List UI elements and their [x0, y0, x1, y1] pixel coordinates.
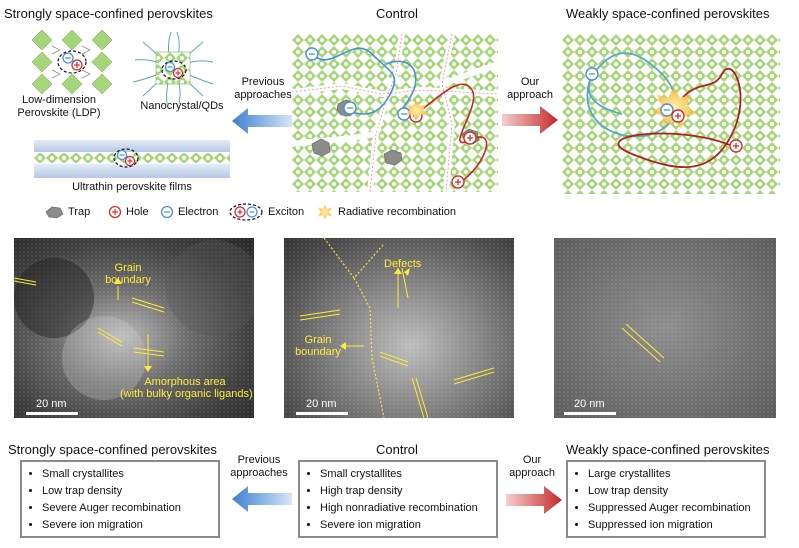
list-item: Low trap density [588, 483, 764, 500]
our-approach-label-top: Our approach [507, 76, 553, 101]
legend-hole-label: Hole [126, 206, 149, 218]
list-item: Suppressed ion migration [588, 517, 764, 534]
trap-icon [45, 206, 64, 219]
legend-electron: Electron [160, 205, 218, 219]
bottom-center-title: Control [376, 442, 418, 457]
previous-approaches-label-bottom: Previous approaches [230, 454, 288, 479]
tem-right-scale-bar [564, 412, 616, 415]
list-item: High trap density [320, 483, 496, 500]
list-item: Small crystallites [320, 466, 496, 483]
tem-image-right: 20 nm [554, 238, 776, 418]
tem-center-defects: Defects [384, 258, 422, 270]
list-item: High nonradiative recombination [320, 500, 496, 517]
tem-center-scale-label: 20 nm [306, 398, 337, 410]
top-center-title: Control [376, 6, 418, 21]
tem-left-grain-boundary: Grain boundary [105, 262, 151, 286]
top-left-title: Strongly space-confined perovskites [4, 6, 213, 21]
hole-icon [108, 205, 122, 219]
bottom-right-title: Weakly space-confined perovskites [566, 442, 770, 457]
weak-confined-lattice-panel [562, 34, 780, 194]
bottom-right-box: Large crystallites Low trap density Supp… [566, 460, 766, 538]
list-item: Severe ion migration [320, 517, 496, 534]
legend-exciton: Exciton [228, 203, 304, 221]
top-right-title: Weakly space-confined perovskites [566, 6, 770, 21]
film-illustration [34, 140, 230, 178]
list-item: Suppressed Auger recombination [588, 500, 764, 517]
ldp-label: Low-dimension Perovskite (LDP) [17, 94, 101, 119]
tem-right-scale-label: 20 nm [574, 398, 605, 410]
legend-electron-label: Electron [178, 206, 219, 218]
legend-trap-label: Trap [68, 206, 91, 218]
list-item: Severe ion migration [42, 517, 218, 534]
tem-center-grain-boundary: Grain boundary [295, 334, 341, 358]
legend-radiative-label: Radiative recombination [338, 206, 457, 218]
tem-center-scale-bar [296, 412, 348, 415]
control-lattice-panel [292, 34, 498, 192]
film-label: Ultrathin perovskite films [72, 181, 192, 193]
bottom-center-box: Small crystallites High trap density Hig… [298, 460, 498, 538]
legend-trap: Trap [44, 205, 90, 219]
tem-image-left: Grain boundary Amorphous area (with bulk… [14, 238, 254, 418]
qd-label: Nanocrystal/QDs [140, 100, 224, 112]
electron-icon [160, 205, 174, 219]
tem-left-scale-bar [26, 412, 78, 415]
our-approach-arrow-top [502, 106, 558, 134]
bottom-left-box: Small crystallites Low trap density Seve… [20, 460, 220, 538]
bottom-left-title: Strongly space-confined perovskites [8, 442, 217, 457]
tem-left-scale-label: 20 nm [36, 398, 67, 410]
bottom-center-list: Small crystallites High trap density Hig… [300, 466, 496, 534]
radiative-recombination-icon [317, 204, 333, 220]
list-item: Small crystallites [42, 466, 218, 483]
tem-left-amorphous: Amorphous area (with bulky organic ligan… [120, 376, 253, 400]
list-item: Severe Auger recombination [42, 500, 218, 517]
qd-illustration [132, 31, 214, 105]
legend-exciton-label: Exciton [268, 206, 305, 218]
our-approach-label-bottom: Our approach [509, 454, 555, 479]
exciton-icon [229, 203, 263, 221]
legend-hole: Hole [108, 205, 149, 219]
previous-approaches-arrow-bottom [232, 486, 292, 512]
our-approach-arrow-bottom [506, 486, 562, 514]
legend-radiative: Radiative recombination [316, 204, 456, 220]
bottom-left-list: Small crystallites Low trap density Seve… [22, 466, 218, 534]
ldp-illustration [31, 29, 113, 95]
tem-image-center: Defects Grain boundary 20 nm [284, 238, 514, 418]
list-item: Large crystallites [588, 466, 764, 483]
bottom-right-list: Large crystallites Low trap density Supp… [568, 466, 764, 534]
list-item: Low trap density [42, 483, 218, 500]
previous-approaches-arrow-top [232, 108, 292, 134]
previous-approaches-label-top: Previous approaches [234, 76, 292, 101]
